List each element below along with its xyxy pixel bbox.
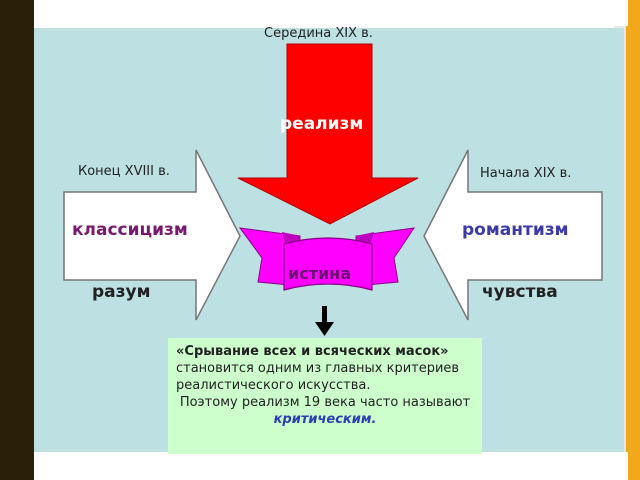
quote-rest: становится одним из главных критериев ре… xyxy=(176,361,460,393)
quote-line2: Поэтому реализм 19 века часто называют xyxy=(179,395,471,410)
romanticism-label: романтизм xyxy=(462,220,569,240)
era-early-19: Начала XIX в. xyxy=(480,166,572,181)
quote-critical: критическим. xyxy=(273,412,377,427)
bottom-curve xyxy=(38,452,628,480)
quote-paragraph: «Срывание всех и всяческих масок» станов… xyxy=(176,343,474,394)
era-mid-19: Середина XIX в. xyxy=(264,26,373,41)
truth-ribbon xyxy=(238,227,416,291)
realism-arrow xyxy=(237,43,419,225)
classicism-arrow xyxy=(63,149,241,321)
truth-label: истина xyxy=(288,264,352,283)
reason-label: разум xyxy=(92,282,151,302)
top-curve xyxy=(38,0,628,26)
romanticism-arrow xyxy=(423,149,603,321)
down-arrow xyxy=(315,306,334,336)
classicism-label: классицизм xyxy=(72,220,188,240)
era-late-18: Конец XVIII в. xyxy=(78,164,170,179)
realism-label: реализм xyxy=(280,114,364,134)
quote-box: «Срывание всех и всяческих масок» станов… xyxy=(168,338,482,454)
right-accent-bar xyxy=(626,0,640,480)
quote-conclusion: Поэтому реализм 19 века часто называют к… xyxy=(176,394,474,428)
feelings-label: чувства xyxy=(482,282,558,302)
quote-bold: «Срывание всех и всяческих масок» xyxy=(176,344,449,359)
left-border xyxy=(0,0,34,480)
